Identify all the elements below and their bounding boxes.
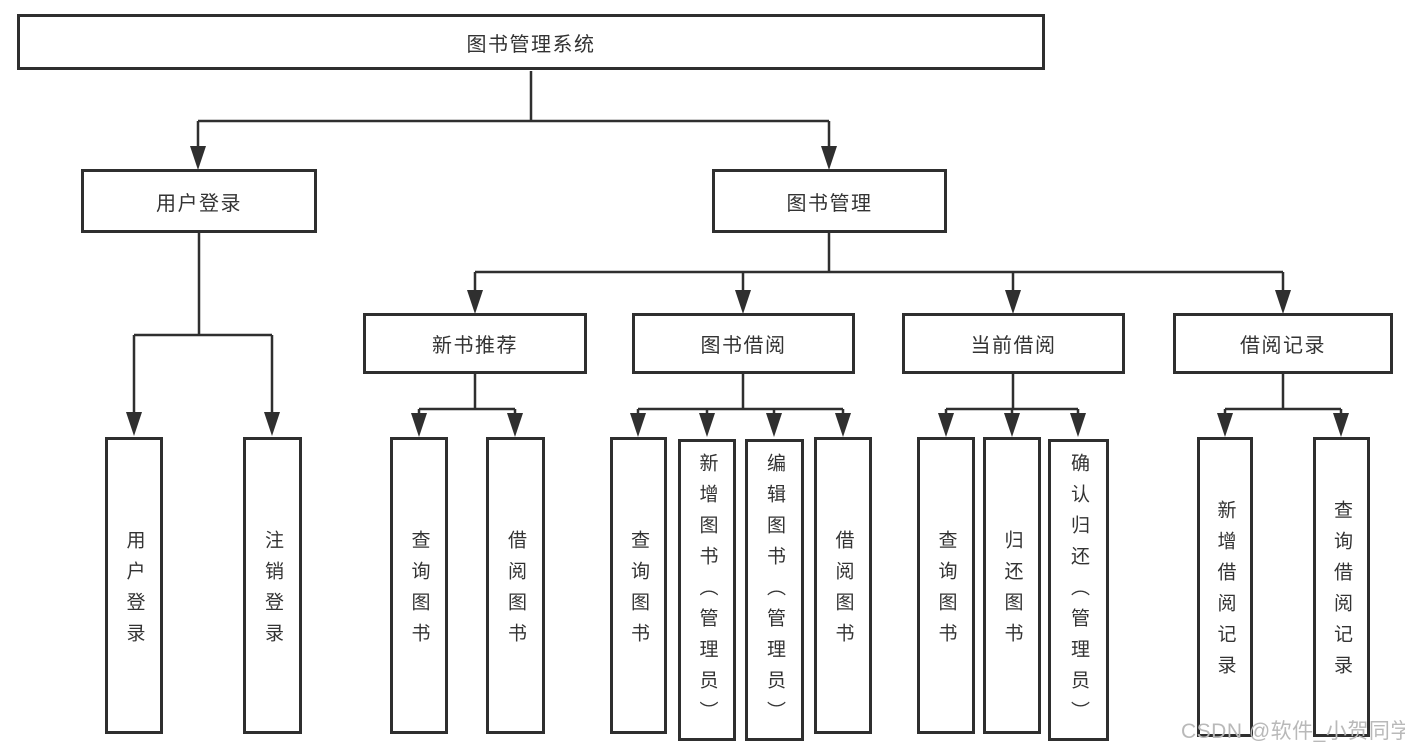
leaf-query-books-current: 查询图书 — [917, 437, 975, 734]
leaf-borrow-books-recommendation: 借阅图书 — [486, 437, 545, 734]
node-current-borrowing: 当前借阅 — [902, 313, 1125, 374]
watermark: CSDN @软件_小贺同学 — [1181, 720, 1405, 743]
connector-paths — [132, 71, 1343, 418]
node-borrowing-records: 借阅记录 — [1173, 313, 1393, 374]
node-new-book-recommendation: 新书推荐 — [363, 313, 587, 374]
leaf-query-books-recommendation: 查询图书 — [390, 437, 448, 734]
leaf-query-borrow-record: 查询借阅记录 — [1313, 437, 1370, 737]
leaf-return-books: 归还图书 — [983, 437, 1041, 734]
leaf-add-borrow-record: 新增借阅记录 — [1197, 437, 1253, 737]
leaf-query-books-borrowing: 查询图书 — [610, 437, 667, 734]
node-book-borrowing: 图书借阅 — [632, 313, 855, 374]
arrowheads — [126, 146, 1349, 437]
node-library-management-system: 图书管理系统 — [17, 14, 1045, 70]
node-book-management: 图书管理 — [712, 169, 947, 233]
leaf-user-login: 用户登录 — [105, 437, 163, 734]
leaf-add-book-admin: 新增图书（管理员） — [678, 439, 736, 741]
leaf-edit-book-admin: 编辑图书（管理员） — [745, 439, 804, 741]
leaf-borrow-books-borrowing: 借阅图书 — [814, 437, 872, 734]
node-user-login: 用户登录 — [81, 169, 317, 233]
leaf-logout: 注销登录 — [243, 437, 302, 734]
leaf-confirm-return-admin: 确认归还（管理员） — [1048, 439, 1109, 741]
